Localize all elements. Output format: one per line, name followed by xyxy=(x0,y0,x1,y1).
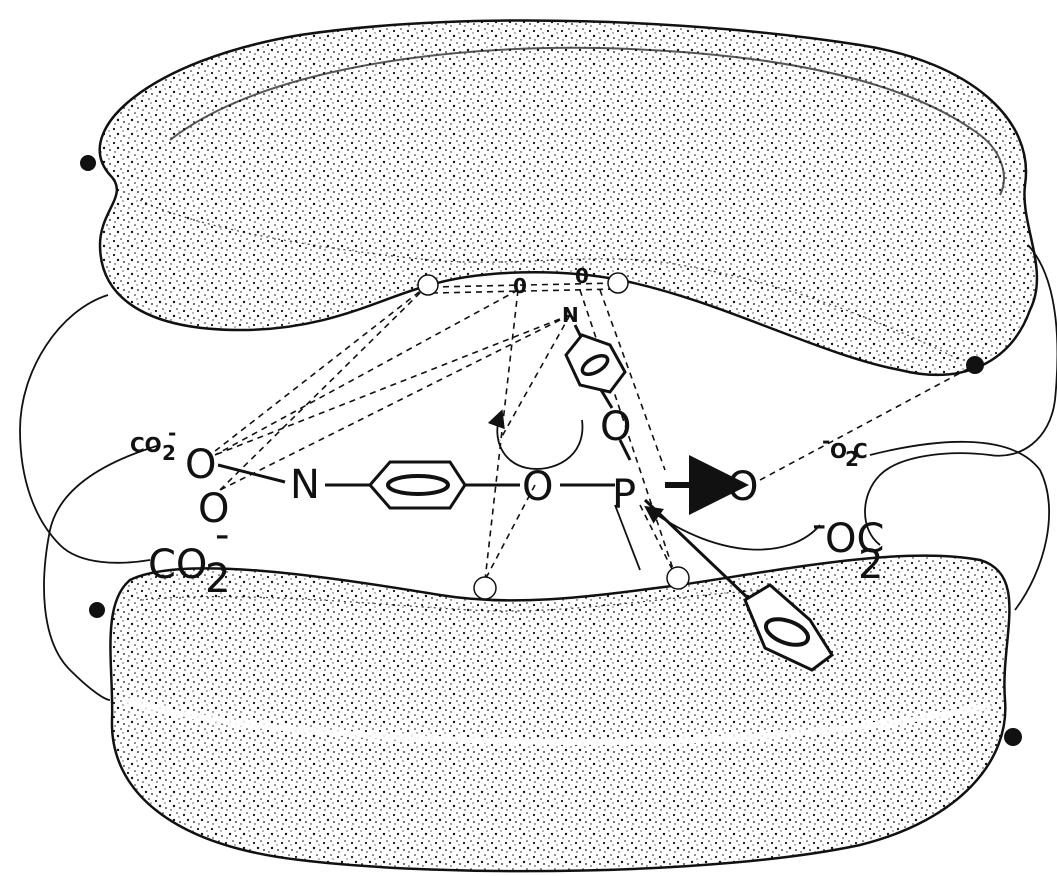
svg-text:2: 2 xyxy=(205,556,230,602)
benzene-ring-center xyxy=(370,462,465,508)
top-oxygen-1: 0 xyxy=(513,274,527,298)
lower-right-terminal-dot xyxy=(1004,728,1022,746)
svg-text:2: 2 xyxy=(858,542,883,588)
nitro-nitrogen: N xyxy=(290,462,320,508)
lower-protein-lobe xyxy=(110,556,1009,872)
svg-text:-: - xyxy=(168,421,176,445)
carboxylate-right-top: - O 2 C xyxy=(822,429,868,471)
upper-right-terminal-dot xyxy=(966,356,984,374)
lower-left-terminal-dot xyxy=(89,602,105,618)
residue-dot-3 xyxy=(474,577,496,599)
residue-dot-2 xyxy=(608,273,628,293)
residue-dot-1 xyxy=(418,275,438,295)
leaving-oxygen: O xyxy=(727,464,758,510)
svg-text:CO: CO xyxy=(148,542,207,588)
bridging-oxygen: O xyxy=(522,464,553,510)
svg-text:CO: CO xyxy=(130,433,162,457)
upper-ester-oxygen: O xyxy=(600,404,631,450)
top-nitrogen: N xyxy=(562,303,579,327)
phosphorus-atom: P xyxy=(612,472,636,518)
residue-dot-4 xyxy=(667,567,689,589)
top-oxygen-2: 0 xyxy=(575,264,589,288)
upper-left-terminal-dot xyxy=(80,155,96,171)
nitro-oxygen-upper: O xyxy=(185,442,216,488)
carboxylate-left-top: CO 2 - xyxy=(130,421,176,465)
benzene-ring-top xyxy=(566,335,625,392)
svg-text:C: C xyxy=(853,439,868,463)
svg-text:-: - xyxy=(215,512,229,558)
